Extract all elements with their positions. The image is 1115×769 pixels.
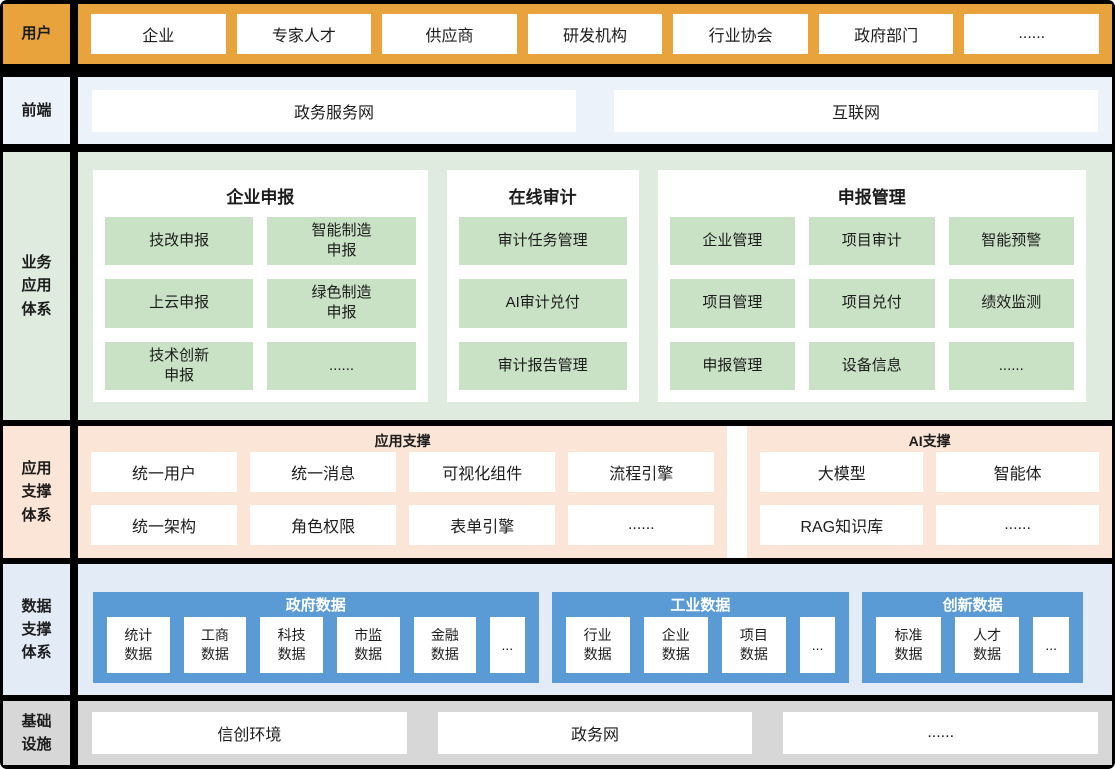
frontend-item-gov-service-net: 政务服务网 bbox=[92, 89, 576, 132]
business-item: 项目审计 bbox=[809, 217, 935, 266]
ai-support-group: AI支撑 大模型 智能体 RAG知识库 ...... bbox=[747, 426, 1112, 558]
frontend-band: 政务服务网 互联网 bbox=[78, 77, 1112, 144]
business-card-declaration-management: 申报管理 企业管理 项目审计 智能预警 项目管理 项目兑付 绩效监测 申报管理 … bbox=[657, 170, 1086, 402]
data-item: 企业 数据 bbox=[643, 617, 708, 673]
infrastructure-band: 信创环境 政务网 ...... bbox=[78, 701, 1112, 765]
data-group-items: 标准 数据 人才 数据 ... bbox=[876, 617, 1069, 673]
users-band: 企业 专家人才 供应商 研发机构 行业协会 政府部门 ...... bbox=[78, 4, 1112, 64]
data-item: 行业 数据 bbox=[565, 617, 630, 673]
card-grid: 审计任务管理 AI审计兑付 审计报告管理 bbox=[458, 217, 627, 390]
layer-label-infrastructure: 基础 设施 bbox=[3, 701, 70, 765]
business-item: 技术创新 申报 bbox=[105, 341, 254, 390]
support-item: 统一用户 bbox=[91, 452, 238, 492]
data-item-more: ... bbox=[799, 617, 836, 673]
business-item-more: ...... bbox=[948, 341, 1074, 390]
support-item: RAG知识库 bbox=[760, 505, 924, 545]
support-item: 流程引擎 bbox=[568, 452, 715, 492]
data-group-title: 工业数据 bbox=[670, 597, 731, 614]
business-card-enterprise-declaration: 企业申报 技改申报 智能制造 申报 上云申报 绿色制造 申报 技术创新 申报 .… bbox=[93, 170, 428, 402]
support-item: 统一消息 bbox=[250, 452, 397, 492]
business-item: 申报管理 bbox=[669, 341, 796, 390]
data-item: 金融 数据 bbox=[413, 617, 477, 673]
data-item: 科技 数据 bbox=[260, 617, 323, 673]
business-item: 智能预警 bbox=[948, 217, 1074, 266]
card-title: 申报管理 bbox=[837, 188, 906, 207]
business-item: 智能制造 申报 bbox=[267, 217, 416, 266]
data-group-government: 政府数据 统计 数据 工商 数据 科技 数据 市监 数据 金融 数据 ... bbox=[93, 592, 539, 683]
data-item: 工商 数据 bbox=[183, 617, 247, 673]
layer-infrastructure: 基础 设施 信创环境 政务网 ...... bbox=[3, 701, 1112, 765]
business-item: 设备信息 bbox=[809, 341, 935, 390]
data-item: 统计 数据 bbox=[107, 617, 170, 673]
group-title: 应用支撑 bbox=[374, 433, 431, 449]
support-item: 可视化组件 bbox=[409, 452, 556, 492]
app-support-group: 应用支撑 统一用户 统一消息 可视化组件 流程引擎 统一架构 角色权限 表单引擎… bbox=[78, 426, 728, 558]
frontend-item-internet: 互联网 bbox=[614, 89, 1098, 132]
user-item: 政府部门 bbox=[818, 14, 954, 54]
support-item: 角色权限 bbox=[250, 505, 397, 545]
infra-item-gov-network: 政务网 bbox=[437, 712, 753, 754]
layer-app-support: 应用 支撑 体系 应用支撑 统一用户 统一消息 可视化组件 流程引擎 统一架构 … bbox=[3, 426, 1112, 558]
business-item: 绿色制造 申报 bbox=[267, 279, 416, 328]
band-gap bbox=[727, 426, 748, 558]
group-grid: 统一用户 统一消息 可视化组件 流程引擎 统一架构 角色权限 表单引擎 ....… bbox=[91, 452, 715, 545]
business-item: AI审计兑付 bbox=[458, 279, 627, 328]
user-item: 企业 bbox=[91, 14, 226, 54]
layer-label-frontend: 前端 bbox=[3, 77, 70, 144]
data-group-industry: 工业数据 行业 数据 企业 数据 项目 数据 ... bbox=[551, 592, 850, 683]
layer-label-data-support: 数据 支撑 体系 bbox=[3, 564, 70, 695]
data-item: 市监 数据 bbox=[336, 617, 400, 673]
business-item: 审计报告管理 bbox=[458, 341, 627, 390]
user-item: 专家人才 bbox=[236, 14, 372, 54]
card-title: 企业申报 bbox=[226, 188, 295, 207]
support-item: 大模型 bbox=[760, 452, 924, 492]
data-item-more: ... bbox=[490, 617, 525, 673]
data-group-items: 统计 数据 工商 数据 科技 数据 市监 数据 金融 数据 ... bbox=[107, 617, 525, 673]
card-grid: 技改申报 智能制造 申报 上云申报 绿色制造 申报 技术创新 申报 ...... bbox=[105, 217, 416, 390]
infra-item-more: ...... bbox=[783, 712, 1099, 754]
business-item: 技改申报 bbox=[105, 217, 254, 266]
business-band: 企业申报 技改申报 智能制造 申报 上云申报 绿色制造 申报 技术创新 申报 .… bbox=[78, 152, 1112, 420]
support-item: 表单引擎 bbox=[409, 505, 556, 545]
data-group-items: 行业 数据 企业 数据 项目 数据 ... bbox=[565, 617, 836, 673]
user-item: 供应商 bbox=[382, 14, 517, 54]
support-item: 统一架构 bbox=[91, 505, 238, 545]
data-item: 人才 数据 bbox=[954, 617, 1020, 673]
support-item-more: ...... bbox=[568, 505, 715, 545]
business-item: 企业管理 bbox=[669, 217, 796, 266]
layer-label-business: 业务 应用 体系 bbox=[3, 152, 70, 420]
data-group-title: 政府数据 bbox=[285, 597, 346, 614]
business-item: 绩效监测 bbox=[948, 279, 1074, 328]
infra-item-xinchuang-env: 信创环境 bbox=[92, 712, 407, 754]
group-title: AI支撑 bbox=[908, 433, 951, 449]
user-item: 研发机构 bbox=[527, 14, 663, 54]
business-item: 项目兑付 bbox=[809, 279, 935, 328]
data-group-title: 创新数据 bbox=[942, 597, 1003, 614]
support-item: 智能体 bbox=[936, 452, 1099, 492]
layer-business-apps: 业务 应用 体系 企业申报 技改申报 智能制造 申报 上云申报 绿色制造 申报 … bbox=[3, 152, 1112, 420]
layer-frontend: 前端 政务服务网 互联网 bbox=[3, 77, 1112, 144]
business-item: 上云申报 bbox=[105, 279, 254, 328]
data-item-more: ... bbox=[1033, 617, 1069, 673]
group-grid: 大模型 智能体 RAG知识库 ...... bbox=[760, 452, 1099, 545]
data-item: 项目 数据 bbox=[721, 617, 786, 673]
user-item-more: ...... bbox=[964, 14, 1100, 54]
support-item-more: ...... bbox=[936, 505, 1099, 545]
business-item-more: ...... bbox=[267, 341, 416, 390]
card-grid: 企业管理 项目审计 智能预警 项目管理 项目兑付 绩效监测 申报管理 设备信息 … bbox=[669, 217, 1074, 390]
layer-label-users: 用户 bbox=[3, 4, 70, 64]
data-group-innovation: 创新数据 标准 数据 人才 数据 ... bbox=[862, 592, 1083, 683]
layer-label-app-support: 应用 支撑 体系 bbox=[3, 426, 70, 558]
app-support-band: 应用支撑 统一用户 统一消息 可视化组件 流程引擎 统一架构 角色权限 表单引擎… bbox=[78, 426, 1112, 558]
data-item: 标准 数据 bbox=[876, 617, 941, 673]
data-support-band: 政府数据 统计 数据 工商 数据 科技 数据 市监 数据 金融 数据 ... 工… bbox=[78, 564, 1112, 695]
layer-data-support: 数据 支撑 体系 政府数据 统计 数据 工商 数据 科技 数据 市监 数据 金融… bbox=[3, 564, 1112, 695]
business-item: 审计任务管理 bbox=[458, 217, 627, 266]
business-item: 项目管理 bbox=[669, 279, 796, 328]
layer-users: 用户 企业 专家人才 供应商 研发机构 行业协会 政府部门 ...... bbox=[3, 4, 1112, 64]
business-card-online-audit: 在线审计 审计任务管理 AI审计兑付 审计报告管理 bbox=[446, 170, 639, 402]
user-item: 行业协会 bbox=[673, 14, 808, 54]
card-title: 在线审计 bbox=[508, 188, 577, 207]
